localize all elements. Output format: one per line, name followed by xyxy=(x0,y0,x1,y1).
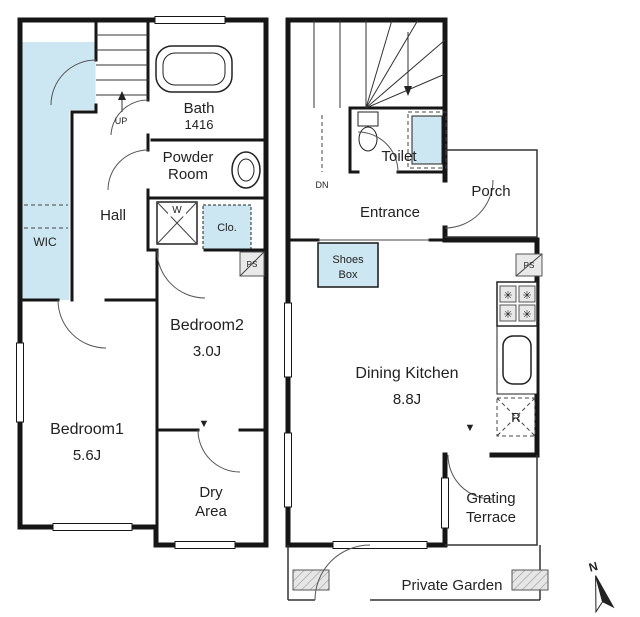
window xyxy=(154,16,226,24)
burner-icon: ✳ xyxy=(522,309,531,321)
pipe-space-box xyxy=(239,251,265,277)
terrace-label-1: Grating xyxy=(466,490,515,507)
window xyxy=(284,302,292,378)
washer-label: W xyxy=(172,205,182,216)
shoes-box-area xyxy=(317,242,379,288)
dining-kitchen-size-label: 8.8J xyxy=(393,391,421,408)
bedroom1-label: Bedroom1 xyxy=(50,421,124,438)
window xyxy=(441,477,449,529)
refrigerator-label: R xyxy=(511,410,520,425)
wic-shelf-line xyxy=(24,204,68,229)
toilet-label: Toilet xyxy=(381,148,417,165)
door-arc xyxy=(50,59,241,473)
closet-label: Clo. xyxy=(217,222,237,234)
wic-upper-area xyxy=(69,42,96,110)
sink-icon xyxy=(231,151,261,189)
toilet-cabinet xyxy=(411,115,443,165)
dry-area-label-1: Dry xyxy=(199,484,223,501)
north-label: N xyxy=(587,559,599,575)
porch-outline xyxy=(445,149,538,238)
garden-outline xyxy=(287,545,549,601)
window xyxy=(284,432,292,508)
entrance-label: Entrance xyxy=(360,204,420,221)
north-arrow-icon: N xyxy=(587,559,615,614)
inner-wall xyxy=(286,106,447,242)
bedroom2-size-label: 3.0J xyxy=(193,343,221,360)
burner-icon: ✳ xyxy=(503,309,512,321)
ps-label: PS xyxy=(524,261,535,270)
window xyxy=(174,541,236,549)
outer-wall xyxy=(17,17,269,548)
door-arc xyxy=(314,131,494,601)
closet-area xyxy=(202,204,252,250)
refrigerator-space xyxy=(496,397,536,437)
shoes-box-label-1: Shoes xyxy=(332,254,364,266)
stove-icon: ✳ ✳ ✳ ✳ xyxy=(496,281,538,327)
bedroom2-label: Bedroom2 xyxy=(170,317,244,334)
wic-label: WIC xyxy=(33,235,57,249)
wic-area xyxy=(22,42,70,300)
private-garden-label: Private Garden xyxy=(402,577,503,594)
powder-room-label-1: Powder xyxy=(163,149,214,166)
pipe-space-box xyxy=(515,253,543,277)
stairs-down-icon xyxy=(313,19,446,172)
hall-label: Hall xyxy=(100,207,126,224)
terrace-label-2: Terrace xyxy=(466,509,516,526)
bath-label: Bath xyxy=(184,100,215,117)
inner-wall xyxy=(18,18,268,547)
door-marker-icon: ▼ xyxy=(199,418,210,430)
window xyxy=(52,523,133,531)
upper-floor-plan: Bath 1416 Powder Room Hall WIC W Clo. PS… xyxy=(16,16,269,549)
shoes-box-label-2: Box xyxy=(339,269,358,281)
utility-box xyxy=(292,569,330,591)
porch-label: Porch xyxy=(471,183,510,200)
stairs-up-icon xyxy=(96,34,148,112)
powder-room-label-2: Room xyxy=(168,166,208,183)
ps-label: PS xyxy=(247,260,258,269)
terrace-outline xyxy=(445,455,538,546)
bedroom1-size-label: 5.6J xyxy=(73,447,101,464)
utility-box xyxy=(511,569,549,591)
ground-floor-plan: ✳ ✳ ✳ ✳ xyxy=(284,17,549,601)
window xyxy=(332,541,428,549)
bathtub-icon xyxy=(155,45,233,93)
door-marker-icon: ▼ xyxy=(465,422,476,434)
kitchen-sink-icon xyxy=(502,335,532,385)
toilet-icon xyxy=(357,111,447,169)
dry-area-label-2: Area xyxy=(195,503,227,520)
burner-icon: ✳ xyxy=(522,290,531,302)
washer-icon xyxy=(156,201,198,245)
dining-kitchen-label: Dining Kitchen xyxy=(355,365,458,382)
up-label: UP xyxy=(115,116,128,126)
down-label: DN xyxy=(316,180,329,190)
window xyxy=(16,342,24,423)
bath-size-label: 1416 xyxy=(185,117,214,132)
burner-icon: ✳ xyxy=(503,290,512,302)
